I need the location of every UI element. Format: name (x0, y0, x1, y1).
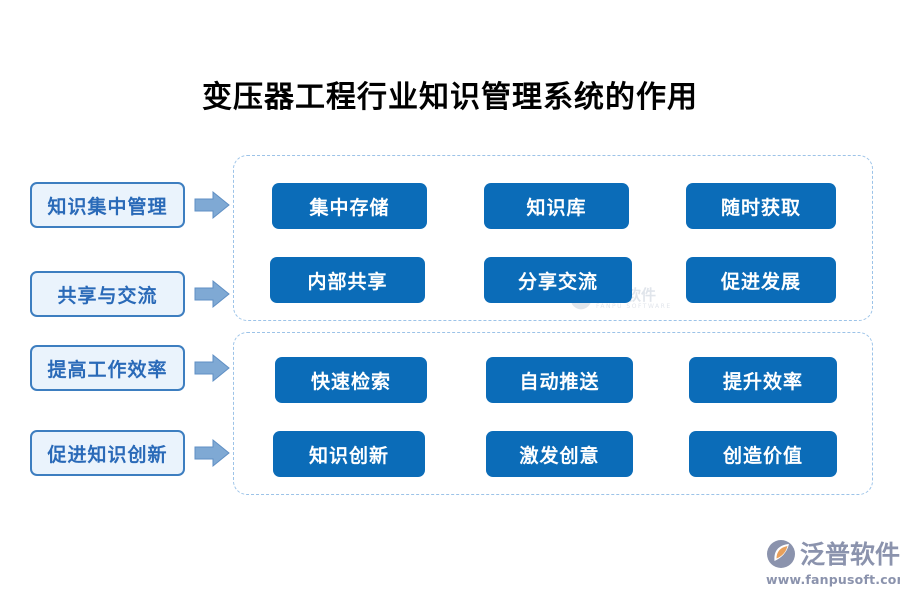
group-container-2 (233, 332, 873, 495)
arrow-right-icon (194, 438, 230, 468)
item-box-create-value[interactable]: 创造价值 (689, 431, 837, 477)
item-box-internal-sharing[interactable]: 内部共享 (270, 257, 425, 303)
item-box-fast-search[interactable]: 快速检索 (275, 357, 427, 403)
group-container-1 (233, 155, 873, 321)
page-title: 变压器工程行业知识管理系统的作用 (202, 80, 698, 115)
brand-logo-text: 泛普软件 (800, 539, 900, 569)
arrow-right-icon (194, 190, 230, 220)
arrow-right-icon (194, 353, 230, 383)
category-label-improve-work-efficiency[interactable]: 提高工作效率 (30, 345, 185, 391)
category-label-promote-knowledge-innovation[interactable]: 促进知识创新 (30, 430, 185, 476)
brand-logo-url: www.fanpusoft.com (766, 572, 900, 587)
item-box-knowledge-innovation[interactable]: 知识创新 (273, 431, 425, 477)
item-box-share-and-exchange[interactable]: 分享交流 (484, 257, 632, 303)
arrow-right-icon (194, 279, 230, 309)
category-label-sharing-and-communication[interactable]: 共享与交流 (30, 271, 185, 317)
category-label-knowledge-centralized-management[interactable]: 知识集中管理 (30, 182, 185, 228)
item-box-anytime-access[interactable]: 随时获取 (686, 183, 836, 229)
item-box-improve-efficiency[interactable]: 提升效率 (689, 357, 837, 403)
brand-logo-row: 泛普软件 (765, 538, 900, 570)
item-box-inspire-creativity[interactable]: 激发创意 (486, 431, 633, 477)
item-box-knowledge-base[interactable]: 知识库 (484, 183, 629, 229)
item-box-centralized-storage[interactable]: 集中存储 (272, 183, 427, 229)
item-box-automatic-push[interactable]: 自动推送 (486, 357, 633, 403)
brand-logo-icon (767, 540, 795, 568)
item-box-promote-development[interactable]: 促进发展 (686, 257, 836, 303)
brand-logo: 泛普软件 www.fanpusoft.com (765, 538, 900, 590)
